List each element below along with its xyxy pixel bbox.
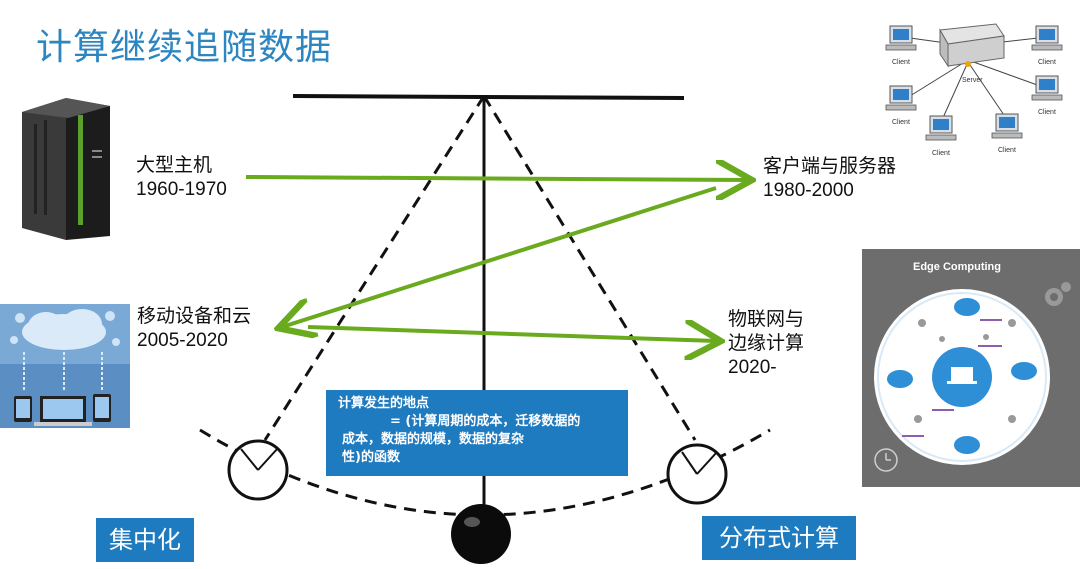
- mobile-cloud-icon: [0, 304, 130, 428]
- server-label: Server: [962, 77, 983, 84]
- edge-computing-panel: Edge Computing: [862, 249, 1080, 487]
- explain-line-3: 成本，数据的规模，数据的复杂: [342, 432, 525, 447]
- compute-location-box: 计算发生的地点 = (计算周期的成本，迁移数据的 成本，数据的规模，数据的复杂 …: [326, 390, 628, 476]
- client-label: Client: [892, 119, 910, 126]
- era-mainframe: 大型主机 1960-1970: [136, 154, 227, 202]
- era-mobile-cloud-name: 移动设备和云: [137, 306, 252, 327]
- clock-icon: [874, 448, 898, 472]
- pendulum-bar: [292, 94, 685, 100]
- edge-computing-title: Edge Computing: [913, 261, 1001, 273]
- client-label: Client: [1038, 59, 1056, 66]
- explain-line-4: 性)的函数: [342, 450, 400, 465]
- client-label: Client: [998, 147, 1016, 154]
- arrow-mainframe-to-client-server: [245, 177, 748, 180]
- era-iot-edge-name-1: 物联网与: [728, 309, 805, 330]
- era-client-server-years: 1980-2000: [763, 180, 854, 201]
- edge-computing-illustration: [874, 282, 1071, 472]
- era-mainframe-years: 1960-1970: [136, 179, 227, 200]
- pendulum-string-right: [482, 95, 697, 441]
- explain-line-1: 计算发生的地点: [338, 396, 430, 411]
- slide-title: 计算继续追随数据: [36, 27, 333, 68]
- client-server-network: Server Client Client Client Client Clien…: [885, 23, 1063, 157]
- gear-icon: [1045, 282, 1071, 306]
- era-client-server-name: 客户端与服务器: [763, 156, 897, 177]
- explain-line-2: = (计算周期的成本，迁移数据的: [390, 414, 581, 429]
- era-iot-edge-name-2: 边缘计算: [728, 333, 805, 354]
- cloud-icon: [887, 298, 1037, 454]
- era-iot-edge: 物联网与 边缘计算 2020-: [728, 308, 804, 380]
- era-mobile-cloud-years: 2005-2020: [137, 330, 228, 351]
- distributed-tag: 分布式计算: [702, 516, 856, 560]
- client-label: Client: [932, 150, 950, 157]
- pendulum-bob-center: [451, 504, 511, 564]
- pendulum-string-left: [263, 95, 486, 441]
- client-label: Client: [1038, 109, 1056, 116]
- era-mainframe-name: 大型主机: [136, 155, 213, 176]
- era-client-server: 客户端与服务器 1980-2000: [763, 155, 896, 203]
- arrow-mobile-to-iot: [307, 327, 717, 341]
- pendulum-bob-right: [666, 443, 728, 505]
- client-label: Client: [892, 59, 910, 66]
- centralized-tag: 集中化: [96, 518, 194, 562]
- mainframe-icon: [22, 98, 110, 240]
- pendulum-bob-left: [227, 439, 289, 501]
- arrow-client-server-to-mobile: [282, 186, 717, 327]
- era-mobile-cloud: 移动设备和云 2005-2020: [137, 305, 251, 353]
- era-iot-edge-years: 2020-: [728, 357, 777, 378]
